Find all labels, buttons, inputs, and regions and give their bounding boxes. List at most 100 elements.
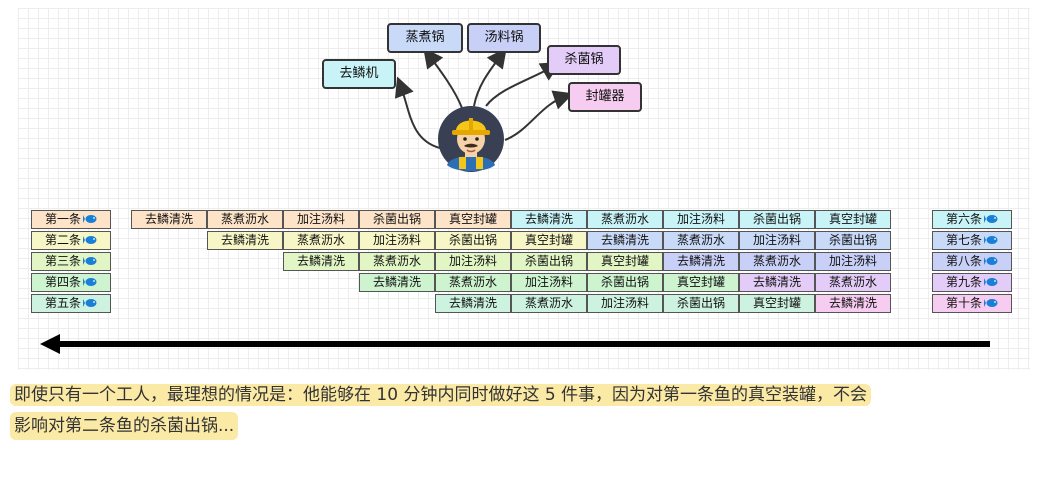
fish-label-right: 第六条: [932, 210, 1012, 229]
step-cell-text: 加注汤料: [524, 275, 573, 289]
fish-label-left-text: 第三条: [44, 254, 81, 268]
step-cell-text: 真空封罐: [828, 212, 877, 226]
step-cell-text: 加注汤料: [752, 233, 801, 247]
step-cell: 去鳞清洗: [283, 252, 359, 271]
step-cell-text: 杀菌出锅: [600, 275, 649, 289]
fish-label-left: 第三条: [31, 252, 111, 271]
step-cell-text: 杀菌出锅: [676, 296, 725, 310]
step-cell: 去鳞清洗: [739, 273, 815, 292]
step-cell: 杀菌出锅: [587, 273, 663, 292]
step-cell: 去鳞清洗: [587, 231, 663, 250]
grid-background: [18, 8, 1030, 370]
fish-label-right-text: 第六条: [945, 212, 982, 226]
fish-label-left-text: 第二条: [44, 233, 81, 247]
step-cell: 去鳞清洗: [815, 294, 891, 313]
fish-label-left-text: 第四条: [44, 275, 81, 289]
step-cell-text: 杀菌出锅: [828, 233, 877, 247]
step-cell-text: 杀菌出锅: [752, 212, 801, 226]
step-cell-text: 真空封罐: [752, 296, 801, 310]
step-cell-text: 杀菌出锅: [448, 233, 497, 247]
step-cell-text: 蒸煮沥水: [676, 233, 725, 247]
step-cell: 蒸煮沥水: [587, 210, 663, 229]
fish-label-right: 第九条: [932, 273, 1012, 292]
step-cell: 加注汤料: [511, 273, 587, 292]
step-cell: 蒸煮沥水: [359, 252, 435, 271]
step-cell-text: 蒸煮沥水: [296, 233, 345, 247]
step-cell: 真空封罐: [815, 210, 891, 229]
machine-sealer: 封罐器: [568, 82, 642, 112]
step-cell-text: 蒸煮沥水: [220, 212, 269, 226]
step-cell: 杀菌出锅: [435, 231, 511, 250]
fish-label-right-text: 第七条: [945, 233, 982, 247]
time-arrow: [40, 334, 990, 354]
step-cell: 真空封罐: [511, 231, 587, 250]
step-cell-text: 真空封罐: [600, 254, 649, 268]
fish-label-right: 第十条: [932, 294, 1012, 313]
step-cell-text: 去鳞清洗: [600, 233, 649, 247]
step-cell: 杀菌出锅: [815, 231, 891, 250]
machine-sterilizer: 杀菌锅: [547, 45, 621, 75]
caption: 即使只有一个工人，最理想的情况是：他能够在 10 分钟内同时做好这 5 件事，因…: [10, 382, 1045, 440]
step-cell: 真空封罐: [435, 210, 511, 229]
fish-label-left-text: 第五条: [44, 296, 81, 310]
step-cell-text: 杀菌出锅: [524, 254, 573, 268]
step-cell: 去鳞清洗: [435, 294, 511, 313]
step-cell-text: 去鳞清洗: [828, 296, 877, 310]
step-cell: 去鳞清洗: [207, 231, 283, 250]
step-cell: 去鳞清洗: [511, 210, 587, 229]
step-cell: 加注汤料: [587, 294, 663, 313]
fish-label-left: 第五条: [31, 294, 111, 313]
step-cell: 杀菌出锅: [511, 252, 587, 271]
step-cell-text: 蒸煮沥水: [372, 254, 421, 268]
step-cell: 杀菌出锅: [739, 210, 815, 229]
step-cell-text: 真空封罐: [448, 212, 497, 226]
step-cell-text: 去鳞清洗: [448, 296, 497, 310]
step-cell: 加注汤料: [739, 231, 815, 250]
step-cell-text: 真空封罐: [524, 233, 573, 247]
step-cell: 蒸煮沥水: [511, 294, 587, 313]
fish-label-left: 第一条: [31, 210, 111, 229]
step-cell-text: 去鳞清洗: [296, 254, 345, 268]
step-cell: 蒸煮沥水: [283, 231, 359, 250]
step-cell-text: 加注汤料: [676, 212, 725, 226]
step-cell-text: 去鳞清洗: [372, 275, 421, 289]
step-cell-text: 去鳞清洗: [524, 212, 573, 226]
caption-line-1: 即使只有一个工人，最理想的情况是：他能够在 10 分钟内同时做好这 5 件事，因…: [10, 384, 872, 406]
step-cell-text: 去鳞清洗: [220, 233, 269, 247]
step-cell: 蒸煮沥水: [435, 273, 511, 292]
fish-label-right: 第八条: [932, 252, 1012, 271]
step-cell-text: 真空封罐: [676, 275, 725, 289]
fish-label-right-text: 第九条: [945, 275, 982, 289]
step-cell: 去鳞清洗: [663, 252, 739, 271]
machine-soup-pot: 汤料锅: [467, 23, 541, 53]
step-cell-text: 蒸煮沥水: [600, 212, 649, 226]
step-cell-text: 蒸煮沥水: [448, 275, 497, 289]
step-cell: 杀菌出锅: [359, 210, 435, 229]
step-cell: 真空封罐: [587, 252, 663, 271]
fish-label-left: 第二条: [31, 231, 111, 250]
step-cell: 杀菌出锅: [663, 294, 739, 313]
step-cell: 加注汤料: [435, 252, 511, 271]
step-cell-text: 蒸煮沥水: [828, 275, 877, 289]
step-cell: 蒸煮沥水: [663, 231, 739, 250]
caption-line-2: 影响对第二条鱼的杀菌出锅...: [10, 412, 239, 440]
fish-label-right: 第七条: [932, 231, 1012, 250]
worker-icon: [438, 106, 504, 172]
step-cell-text: 加注汤料: [600, 296, 649, 310]
step-cell-text: 加注汤料: [296, 212, 345, 226]
step-cell: 真空封罐: [739, 294, 815, 313]
fish-label-left-text: 第一条: [44, 212, 81, 226]
machine-descaler: 去鳞机: [322, 59, 396, 89]
step-cell: 去鳞清洗: [131, 210, 207, 229]
step-cell: 加注汤料: [283, 210, 359, 229]
machine-steamer: 蒸煮锅: [387, 23, 463, 53]
fish-label-right-text: 第八条: [945, 254, 982, 268]
step-cell-text: 去鳞清洗: [144, 212, 193, 226]
step-cell-text: 蒸煮沥水: [752, 254, 801, 268]
step-cell-text: 加注汤料: [448, 254, 497, 268]
step-cell: 去鳞清洗: [359, 273, 435, 292]
step-cell: 加注汤料: [359, 231, 435, 250]
step-cell-text: 蒸煮沥水: [524, 296, 573, 310]
